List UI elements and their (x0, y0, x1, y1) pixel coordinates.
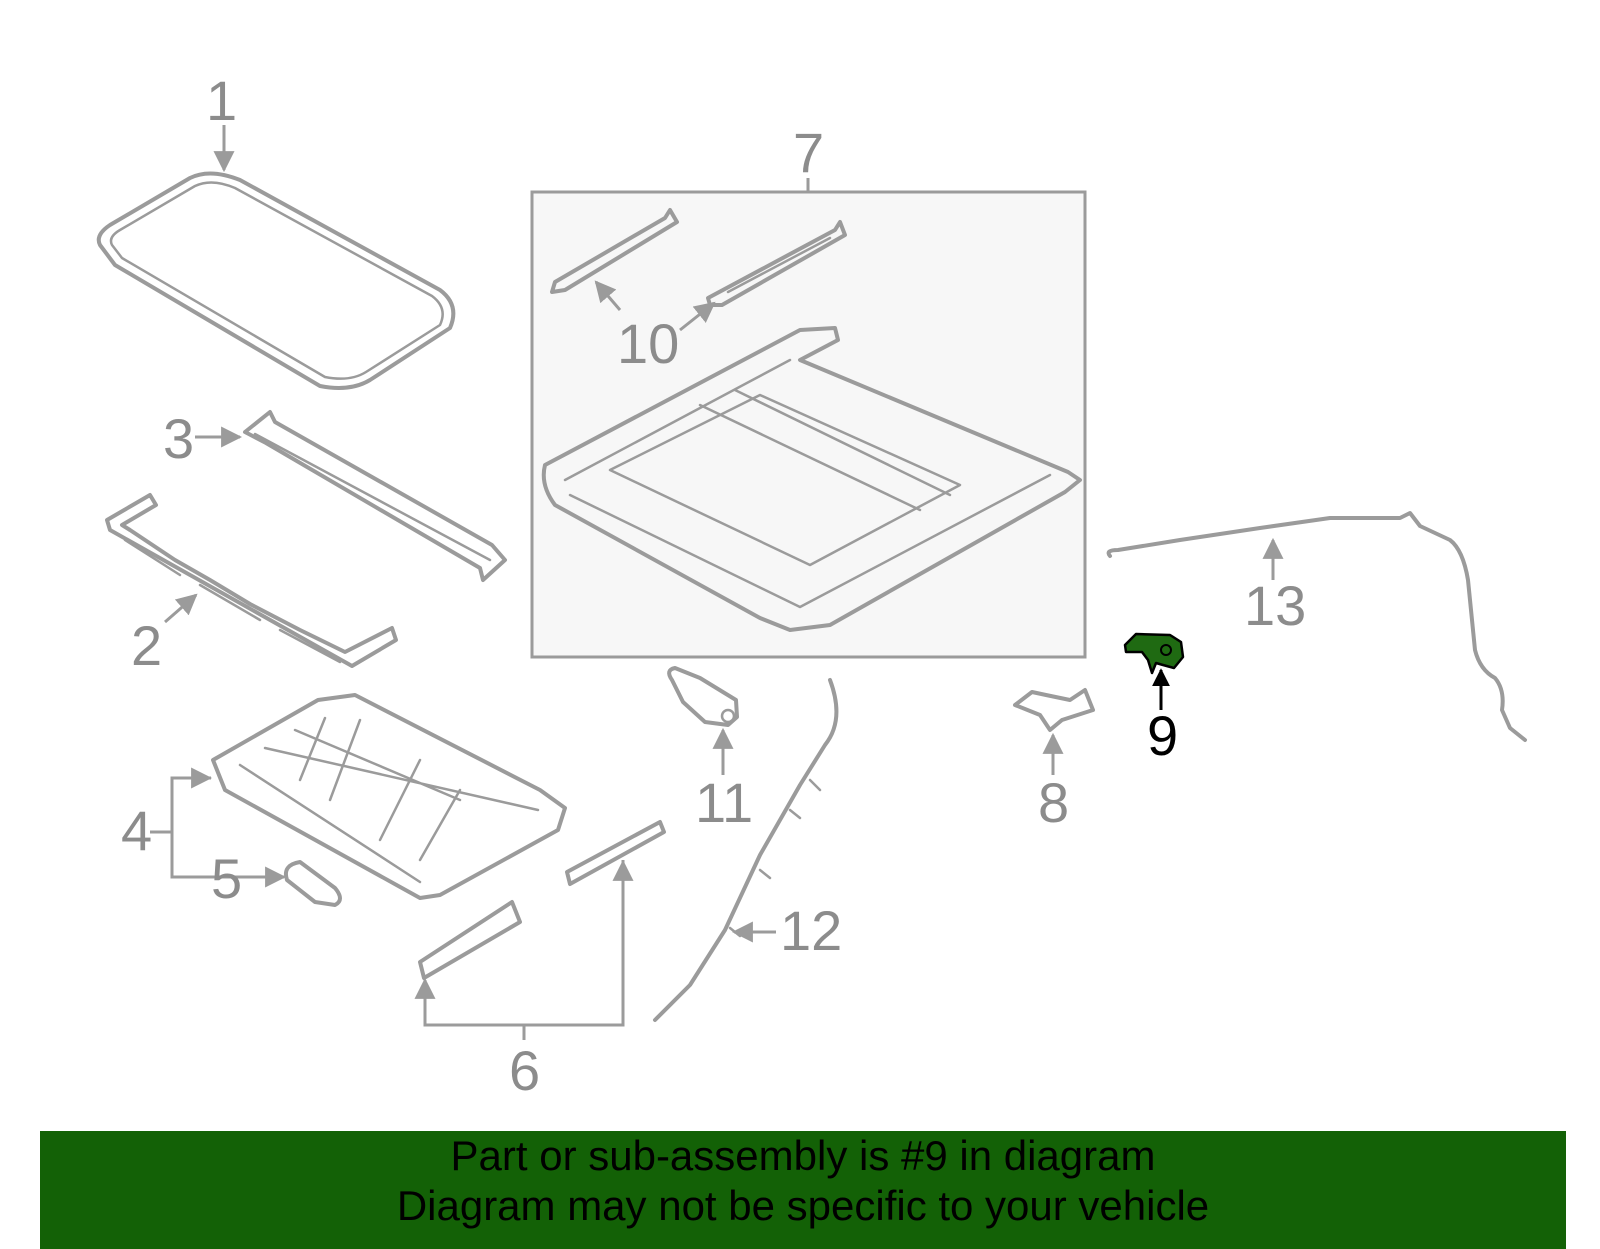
callout-10: 10 (594, 280, 716, 375)
callout-9: 9 (1147, 668, 1178, 767)
callout-6: 6 (414, 859, 634, 1102)
callout-2: 2 (131, 593, 198, 677)
callout-label-1: 1 (206, 69, 237, 132)
callout-3: 3 (163, 407, 243, 470)
callout-label-8: 8 (1038, 771, 1069, 834)
part-8-bracket[interactable] (1013, 688, 1095, 732)
callout-label-2: 2 (131, 614, 162, 677)
info-banner: Part or sub-assembly is #9 in diagram Di… (40, 1131, 1566, 1249)
part-11-motor[interactable] (667, 666, 739, 727)
callout-13: 13 (1244, 537, 1306, 637)
callout-12: 12 (731, 899, 842, 962)
callout-label-13: 13 (1244, 574, 1306, 637)
part-3-front-rail[interactable] (243, 410, 507, 582)
callout-11: 11 (695, 727, 753, 834)
part-2-rear-rail[interactable] (105, 493, 398, 668)
callout-5: 5 (211, 847, 287, 910)
callout-label-6: 6 (509, 1039, 540, 1102)
callout-label-12: 12 (780, 899, 842, 962)
part-5-handle[interactable] (283, 860, 342, 907)
callout-8: 8 (1038, 732, 1069, 834)
callout-label-7: 7 (793, 121, 824, 184)
part-12-drain-hose[interactable] (653, 678, 839, 1022)
callout-label-9: 9 (1147, 704, 1178, 767)
part-7-frame-assembly[interactable] (530, 190, 1087, 659)
callout-label-11: 11 (695, 771, 753, 834)
part-9-highlighted-bracket[interactable] (1123, 632, 1185, 675)
callout-label-5: 5 (211, 847, 242, 910)
banner-line-disclaimer: Diagram may not be specific to your vehi… (396, 1182, 1210, 1229)
callout-7: 7 (793, 121, 824, 192)
callout-4: 4 (121, 767, 278, 879)
part-1-glass-panel[interactable] (96, 171, 456, 390)
callout-label-4: 4 (121, 799, 152, 862)
callout-label-10: 10 (617, 312, 679, 375)
callout-1: 1 (206, 69, 237, 173)
callout-label-3: 3 (163, 407, 194, 470)
banner-line-part: Part or sub-assembly is #9 in diagram (450, 1132, 1156, 1179)
part-4-sunshade[interactable] (211, 693, 567, 900)
part-13-drain-tube[interactable] (1106, 511, 1527, 742)
part-6-deflectors[interactable] (418, 820, 666, 980)
